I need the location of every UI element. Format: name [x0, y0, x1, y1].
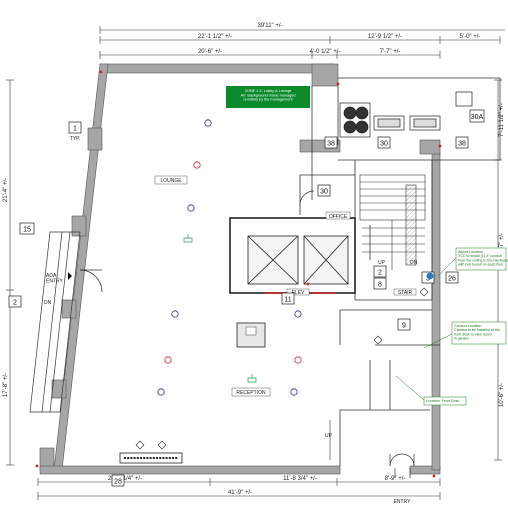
tag-typ: TYP. — [70, 136, 80, 142]
diamond-symbols — [135, 287, 429, 450]
dim-bottom-c: 8'-9" +/- — [385, 476, 406, 482]
stair-up-label: UP — [378, 260, 386, 266]
tag-15: 15 — [23, 227, 31, 234]
camera-leader — [423, 333, 453, 349]
room-tag-office — [325, 211, 351, 220]
room-tag-stair — [393, 288, 417, 296]
left-dn-label: DN — [44, 300, 52, 306]
tag-1: 1 — [73, 126, 77, 133]
dim-bottom-total: 41'-9" +/- — [228, 490, 252, 496]
room-tag-lounge — [154, 175, 188, 185]
dim-right-c: 10'-6" +/- — [499, 383, 505, 407]
zone-note-box — [226, 86, 310, 108]
wifi-leader — [437, 257, 457, 277]
room-tag-reception — [231, 387, 271, 397]
tag-30-b: 30 — [320, 189, 328, 196]
tag-38-b: 38 — [458, 141, 466, 148]
wifi-note-box — [455, 247, 507, 271]
dim-top-b: 12'-9 1/2" +/- — [368, 34, 402, 40]
tag-30a: 30A — [471, 114, 484, 121]
entry-doors — [389, 453, 415, 478]
tag-26: 26 — [448, 276, 456, 283]
dim-bottom-b: 11'-8 3/4" +/- — [283, 476, 317, 482]
room-tag-elev — [286, 288, 310, 296]
dim-bottom-a: 20'-9 1/4" +/- — [108, 476, 142, 482]
elevators — [229, 217, 356, 294]
hvac-equipment — [339, 91, 473, 138]
room-elev-label: ELEV — [292, 290, 305, 296]
front-desk-note: Location: Front Desk — [426, 399, 459, 403]
stair-dn-label: DN — [410, 260, 418, 266]
room-office-label: OFFICE — [329, 214, 348, 220]
ada-arrow-icon — [68, 272, 72, 280]
dim-top-a: 22'-1 1/2" +/- — [198, 34, 232, 40]
entry-label: ENTRY — [394, 499, 412, 505]
dim-top-c: 5'-0" +/- — [460, 34, 481, 40]
dim-right-b: 15'-7" +/- — [499, 233, 505, 257]
dim-top-total: 39'11" +/- — [257, 23, 282, 29]
up-bottom-label: UP — [325, 433, 333, 439]
dim-top-f: 7'-7" +/- — [380, 49, 401, 55]
tag-2-mid: 2 — [378, 270, 382, 277]
tag-30-a: 30 — [380, 141, 388, 148]
front-desk-note-box — [423, 396, 467, 406]
tag-3: 3 — [426, 276, 430, 283]
ceiling-symbols — [157, 119, 434, 396]
dim-left-a: 21'-4" +/- — [3, 178, 9, 202]
tag-28: 28 — [114, 479, 122, 486]
front-desk-inner — [245, 326, 257, 336]
stair-hatch — [405, 184, 417, 266]
room-lounge-label: LOUNGE — [160, 178, 182, 184]
camera-note-box — [451, 321, 507, 345]
dim-right-a: 7'-11 1/2" +/- — [499, 103, 505, 137]
dim-top-d: 20'-6" +/- — [198, 49, 222, 55]
tag-38-a: 38 — [327, 141, 335, 148]
dim-top-e: 4'-0 1/2" +/- — [310, 49, 341, 55]
green-sensors — [183, 234, 257, 383]
room-reception-label: RECEPTION — [236, 390, 266, 396]
tag-2-left: 2 — [13, 300, 17, 307]
dim-left-b: 17'-8" +/- — [3, 373, 9, 397]
exterior-walls — [39, 63, 441, 475]
room-stair-label: STAIR — [398, 290, 413, 296]
ada-ramp — [29, 231, 103, 413]
tag-11: 11 — [284, 297, 291, 304]
tag-9: 9 — [402, 323, 406, 330]
office-door — [299, 190, 315, 206]
red-markers — [35, 70, 442, 478]
tag-8: 8 — [378, 282, 382, 289]
interior-walls — [299, 77, 501, 466]
front-desk-leader — [395, 375, 425, 401]
